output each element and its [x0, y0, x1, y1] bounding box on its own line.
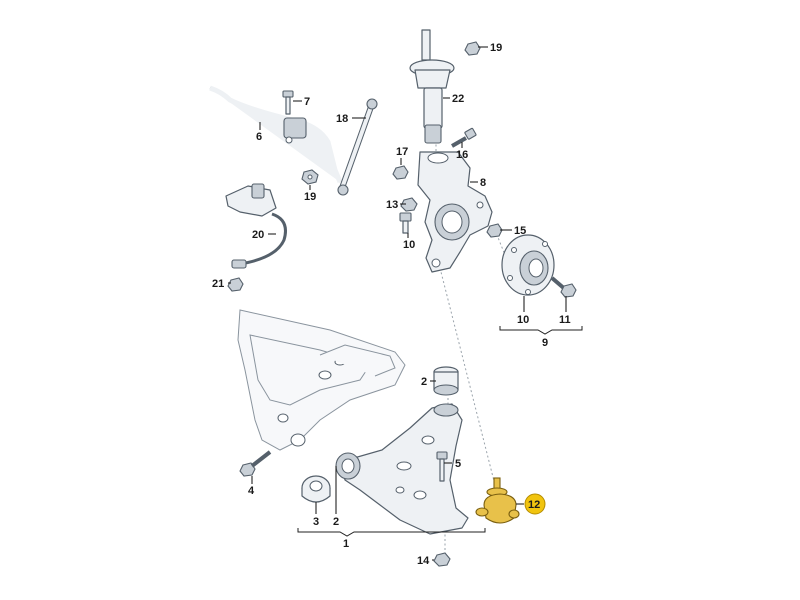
callout-labels: 19 22 7 18 6 16 17 8 19 13 15 10 20 21 1…	[212, 42, 571, 567]
bracket-9	[499, 326, 583, 335]
bolt-4	[239, 450, 272, 477]
bolt-5	[436, 451, 448, 482]
callout-12: 12	[528, 499, 540, 511]
callout-19-lower: 19	[304, 191, 316, 203]
callout-13: 13	[386, 199, 398, 211]
wheel-hub	[501, 234, 555, 296]
bolt-15	[486, 223, 503, 238]
bolt-7	[282, 90, 294, 115]
callout-18: 18	[336, 113, 348, 125]
callout-14: 14	[417, 555, 430, 567]
coupling-rod	[337, 98, 378, 196]
nut-19-lower	[301, 169, 319, 185]
callout-1: 1	[343, 538, 349, 550]
callout-6: 6	[256, 131, 262, 143]
nut-14	[433, 552, 451, 567]
ball-joint	[475, 477, 520, 524]
bolt-16	[451, 127, 477, 148]
abs-sensor-wire	[225, 183, 287, 269]
callout-16: 16	[456, 149, 468, 161]
nut-21	[227, 277, 244, 292]
callout-10-lower: 10	[517, 314, 529, 326]
callout-5: 5	[455, 458, 461, 470]
callout-7: 7	[304, 96, 310, 108]
callout-15: 15	[514, 225, 526, 237]
nut-13	[400, 197, 418, 212]
bushing-3	[301, 475, 331, 503]
subframe	[237, 309, 406, 451]
nut-19-top	[464, 41, 481, 56]
callout-20: 20	[252, 229, 264, 241]
bushing-2-upper	[433, 366, 459, 396]
callout-17: 17	[396, 146, 408, 158]
callout-19-top: 19	[490, 42, 502, 54]
callout-21: 21	[212, 278, 224, 290]
callout-2-upper: 2	[421, 376, 427, 388]
callout-9: 9	[542, 337, 548, 349]
highlight-badge-12	[524, 493, 546, 515]
callout-3: 3	[313, 516, 319, 528]
callout-11: 11	[559, 314, 571, 326]
stabilizer-bar	[209, 85, 343, 183]
callout-10-upper: 10	[403, 239, 415, 251]
callout-2-lower: 2	[333, 516, 339, 528]
control-arm	[335, 403, 469, 535]
callout-8: 8	[480, 177, 486, 189]
callout-4: 4	[248, 485, 255, 497]
bracket-1	[297, 528, 486, 537]
leader-lines	[228, 46, 567, 561]
bolt-11	[550, 276, 577, 298]
bolt-10-upper	[399, 212, 412, 234]
shock-absorber	[409, 29, 455, 144]
callout-22: 22	[452, 93, 464, 105]
steering-knuckle	[417, 151, 493, 273]
nut-17	[392, 165, 409, 180]
